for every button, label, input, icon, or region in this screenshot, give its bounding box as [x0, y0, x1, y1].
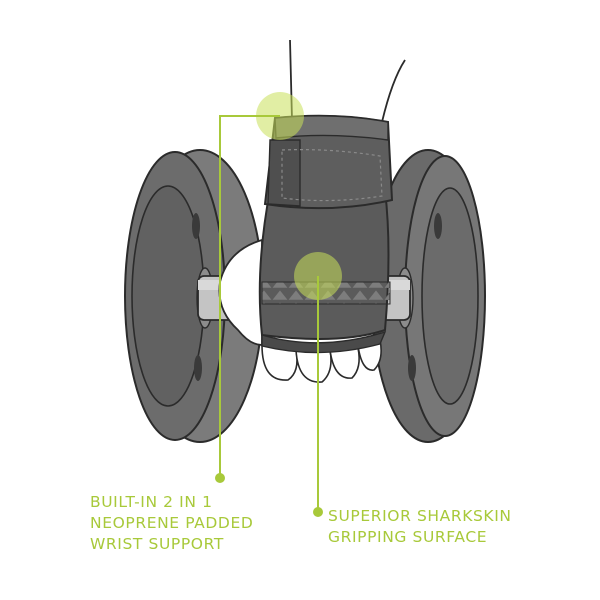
callout-grip-line: SUPERIOR SHARKSKIN — [328, 507, 512, 525]
callout-grip-line: GRIPPING SURFACE — [328, 528, 488, 546]
right-weight-plate — [371, 149, 486, 443]
callout-wrist-label: BUILT-IN 2 IN 1 NEOPRENE PADDED WRIST SU… — [90, 492, 253, 555]
forearm — [289, 39, 406, 123]
callout-wrist-line: BUILT-IN 2 IN 1 — [90, 493, 213, 511]
callout-grip-label: SUPERIOR SHARKSKIN GRIPPING SURFACE — [328, 506, 512, 548]
callout-wrist-line: NEOPRENE PADDED — [90, 514, 254, 532]
callout-wrist-marker — [215, 92, 304, 483]
callout-wrist-line: WRIST SUPPORT — [90, 535, 224, 553]
callout-grip-marker — [294, 252, 342, 517]
